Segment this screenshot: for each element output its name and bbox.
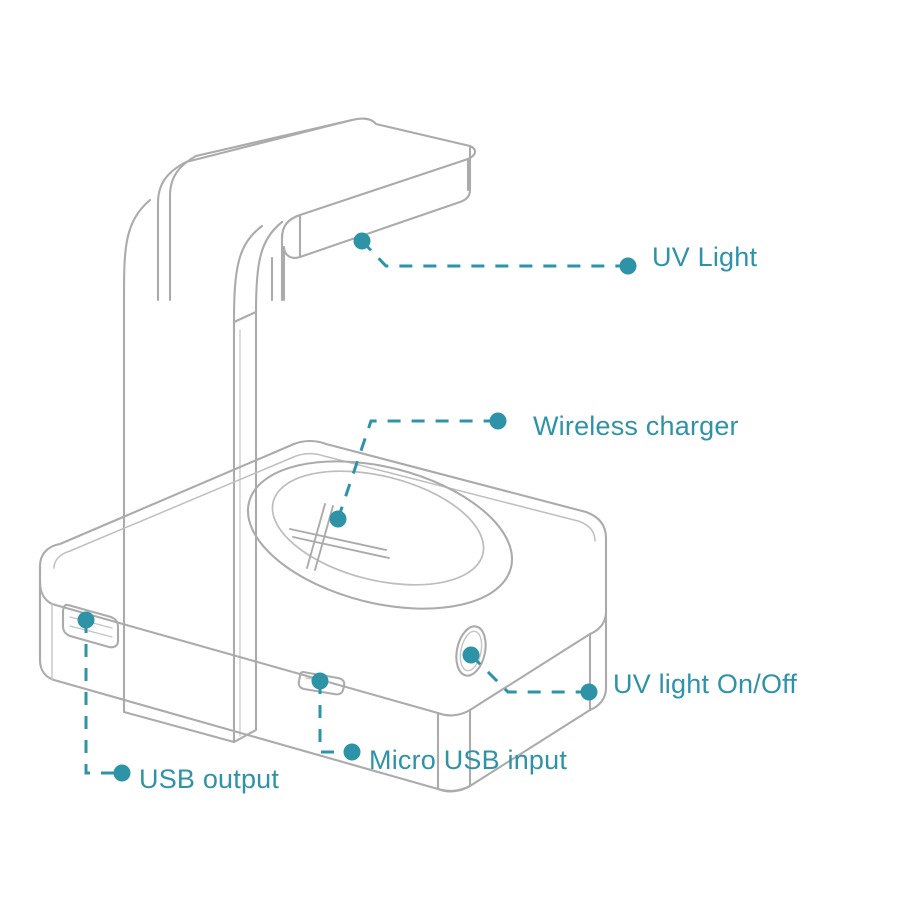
anchor-dot-usb-output[interactable]: [77, 611, 95, 629]
end-dot-usb-output[interactable]: [113, 764, 131, 782]
label-micro-usb-input: Micro USB input: [369, 745, 567, 775]
anchor-dot-wireless-charger[interactable]: [329, 510, 347, 528]
product-illustration: [38, 117, 608, 793]
overhead-lamp-arm: [156, 117, 477, 302]
end-dot-wireless-charger[interactable]: [489, 412, 507, 430]
end-dot-micro-usb-input[interactable]: [343, 743, 361, 761]
callout-wireless-charger: Wireless charger: [329, 411, 739, 528]
anchor-dot-uv-light-on-off[interactable]: [462, 646, 480, 664]
label-uv-light-on-off: UV light On/Off: [613, 669, 797, 699]
end-dot-uv-light-on-off[interactable]: [580, 683, 598, 701]
callout-uv-light: UV Light: [353, 232, 757, 275]
anchor-dot-uv-light[interactable]: [353, 232, 371, 250]
label-uv-light: UV Light: [652, 242, 757, 272]
leader-line-wireless-charger: [336, 419, 498, 520]
callout-usb-output: USB output: [77, 611, 279, 794]
leader-line-usb-output: [84, 620, 122, 775]
callout-uv-light-on-off: UV light On/Off: [462, 646, 797, 701]
label-usb-output: USB output: [139, 764, 279, 794]
leader-line-uv-light-on-off: [469, 653, 589, 694]
callout-micro-usb-input: Micro USB input: [311, 672, 567, 775]
label-wireless-charger: Wireless charger: [533, 411, 739, 441]
leader-line-uv-light: [360, 239, 628, 268]
end-dot-uv-light[interactable]: [619, 257, 637, 275]
base-slab: [38, 439, 608, 793]
power-button[interactable]: [452, 624, 490, 679]
vertical-column: [122, 198, 284, 744]
anchor-dot-micro-usb-input[interactable]: [311, 672, 329, 690]
charging-pad: [246, 460, 514, 610]
